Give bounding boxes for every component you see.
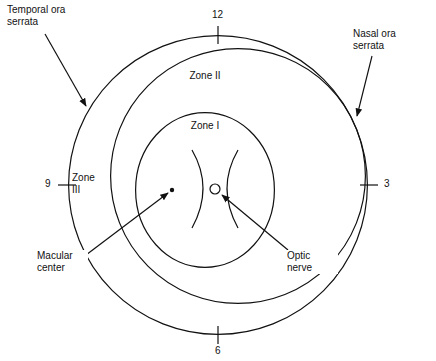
leader-line [82, 193, 168, 258]
structure-label: Macular center [36, 250, 88, 274]
zone-three-boundary: Zone I Zone II Zone III [68, 35, 368, 335]
clock-number: 12 [211, 9, 229, 21]
zone-name: Zone I [175, 120, 235, 132]
zone-outline-shape [69, 36, 368, 335]
vascular-arcade [192, 150, 203, 228]
zone-name: Zone II [175, 70, 235, 82]
zone-outline-shape [111, 49, 366, 304]
zone-name: Zone III [72, 172, 102, 196]
zone-outline-shape [136, 113, 275, 268]
clock-number: 3 [383, 178, 397, 190]
clock-tick [217, 326, 218, 344]
leader-line [357, 56, 372, 116]
macula-dot [170, 188, 174, 192]
ora-serrata-label: Temporal ora serrata [6, 4, 72, 28]
clock-tick [360, 184, 378, 185]
clock-number: 6 [214, 345, 226, 357]
vascular-arcade [227, 150, 238, 228]
ora-serrata-label: Nasal ora serrata [352, 28, 424, 52]
zone-outline [135, 112, 275, 268]
zone-one-ellipse: Zone I [135, 112, 275, 268]
leader-line [45, 34, 86, 106]
leader-line [222, 195, 288, 250]
structure-label: Optic nerve [286, 250, 338, 274]
clock-tick [217, 26, 218, 44]
clock-number: 9 [44, 178, 58, 190]
optic-disc [210, 184, 220, 194]
